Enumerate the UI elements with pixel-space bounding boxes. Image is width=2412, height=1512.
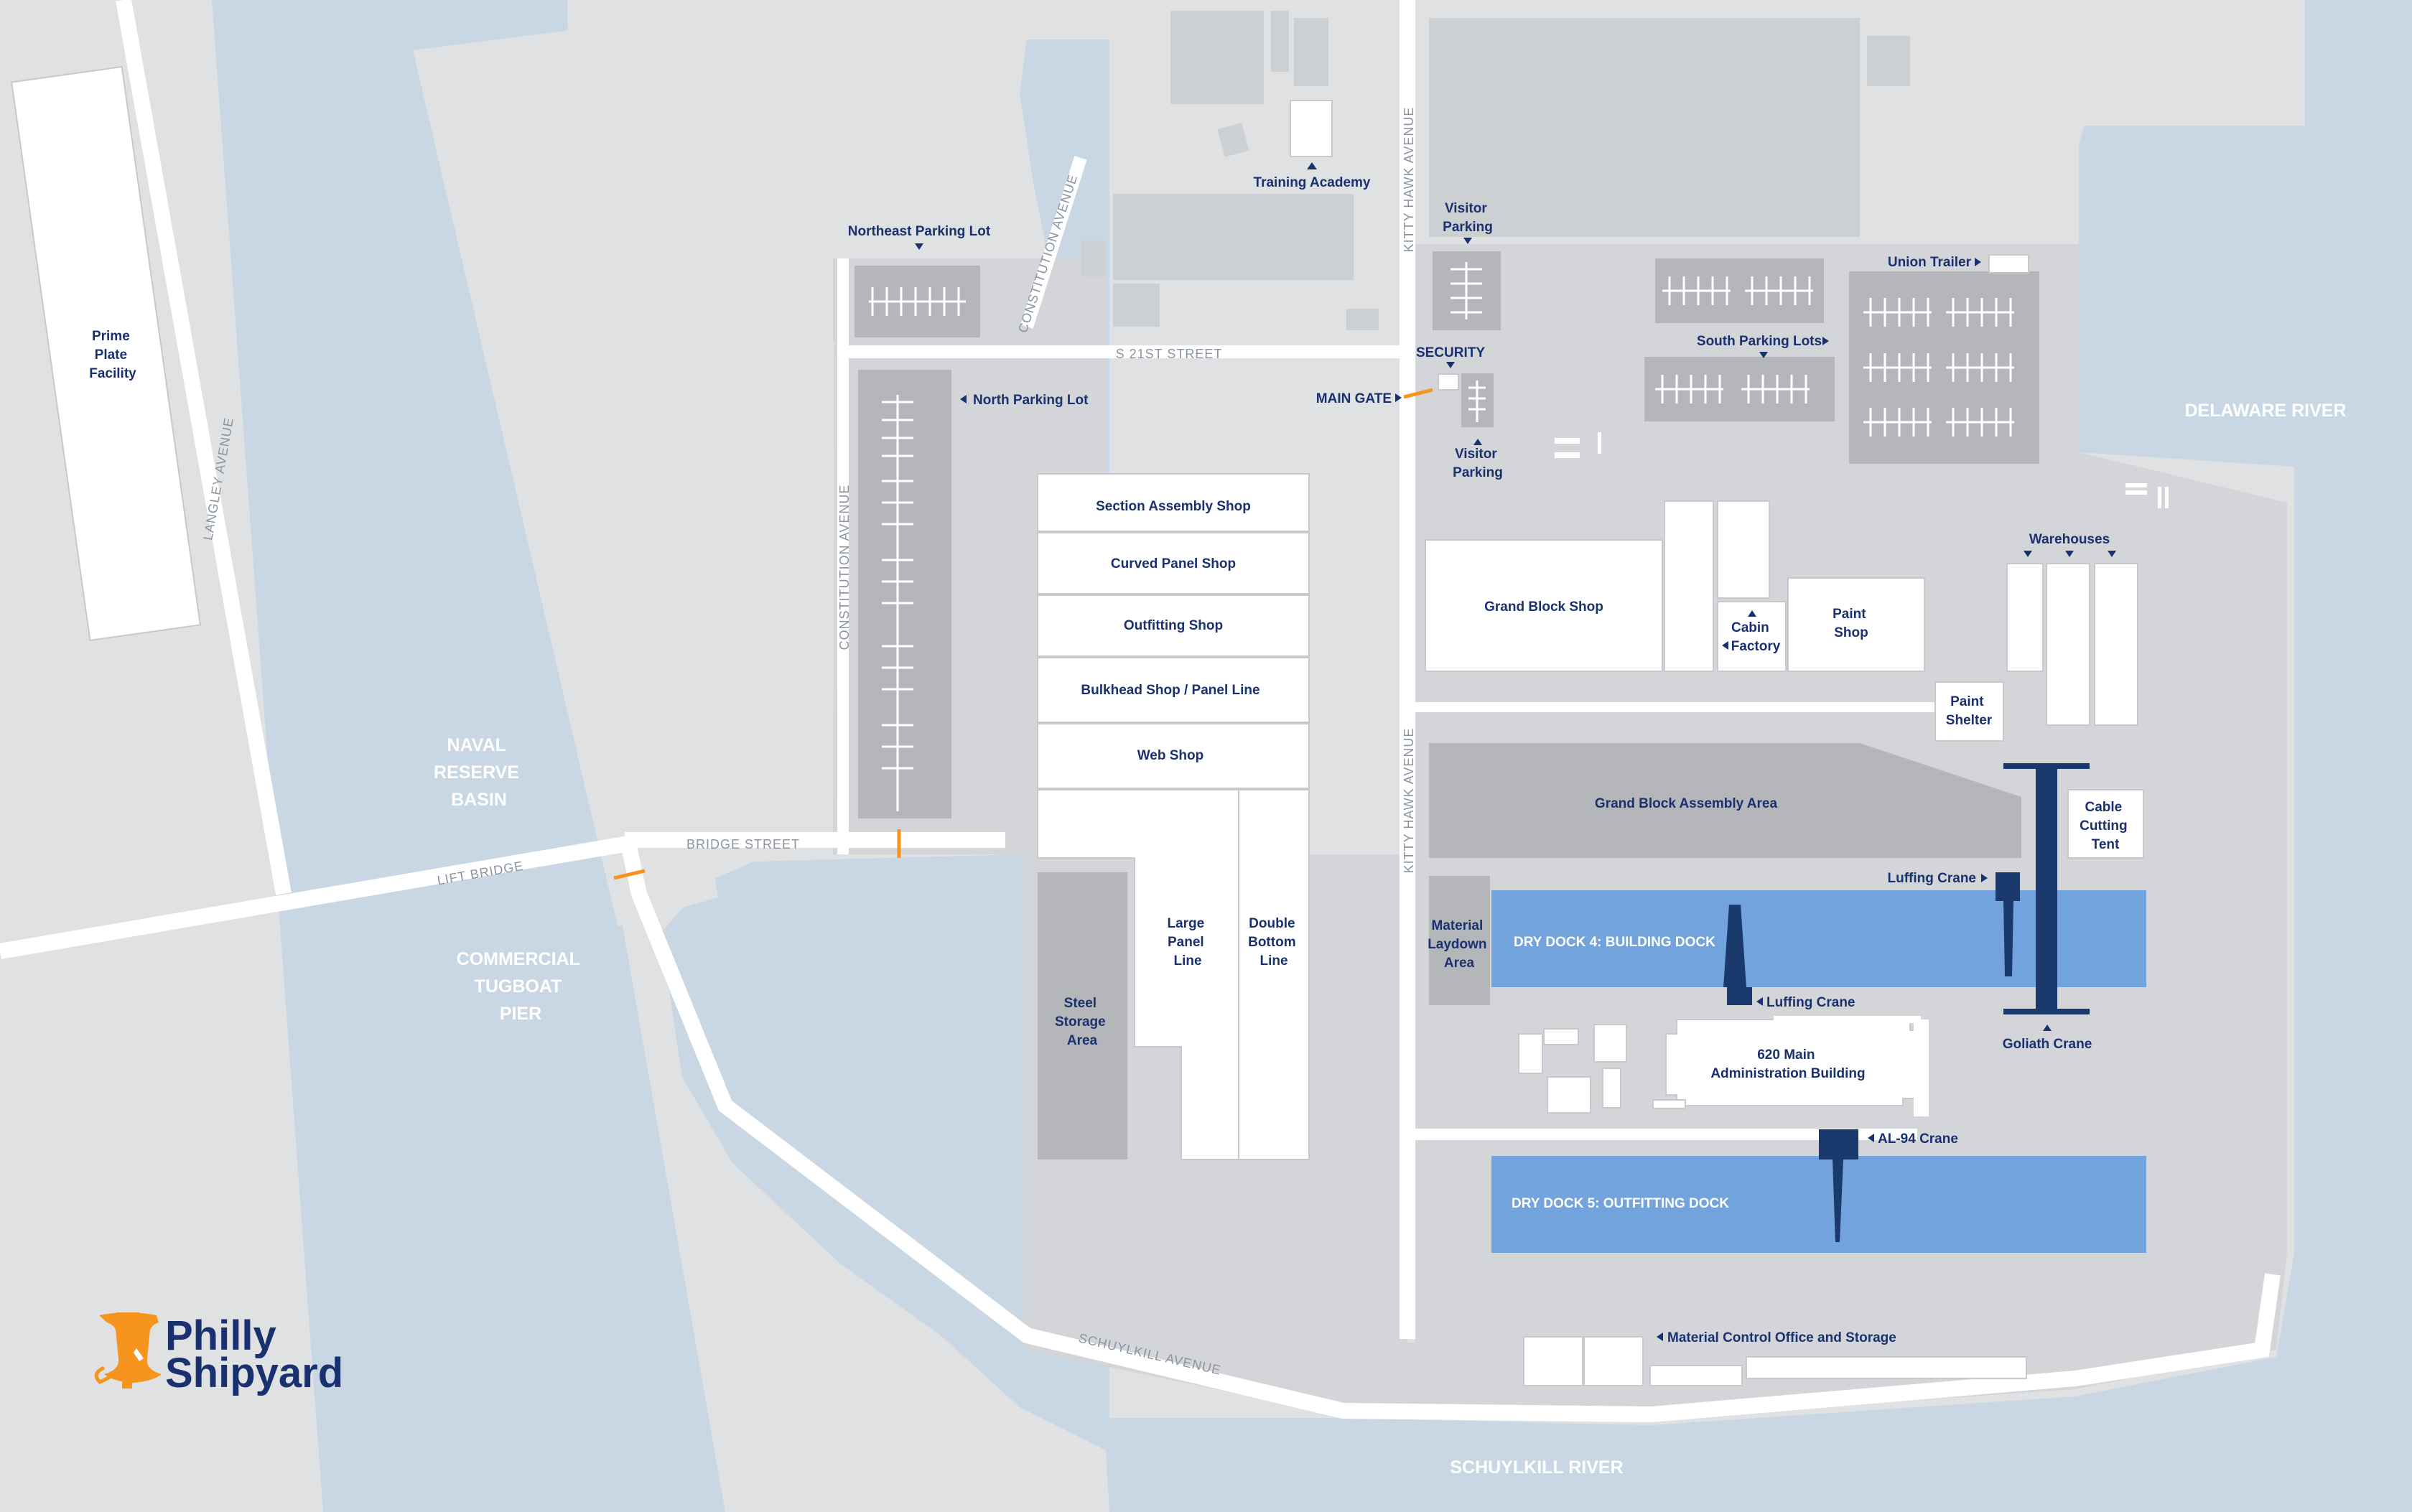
al94-crane-label: AL-94 Crane xyxy=(1878,1131,1958,1147)
union-trailer-arrow-icon xyxy=(1975,258,1981,266)
paint-shelter-label: Paint Shelter xyxy=(1946,694,1993,728)
material-control-arrow-icon xyxy=(1657,1333,1663,1341)
roads xyxy=(0,0,2281,1423)
north-parking-label: North Parking Lot xyxy=(973,393,1089,408)
northeast-parking-arrow-icon xyxy=(915,243,923,250)
security-label: SECURITY xyxy=(1416,345,1485,360)
web-shop-label: Web Shop xyxy=(1137,748,1204,763)
warehouse-arrow-3-icon xyxy=(2108,551,2116,557)
visitor-parking-1-arrow-icon xyxy=(1463,238,1472,244)
gates xyxy=(613,388,1433,880)
luffing-crane-2-arrow-icon xyxy=(1981,874,1988,882)
steel-storage-label: Steel Storage Area xyxy=(1055,996,1109,1048)
curved-panel-label: Curved Panel Shop xyxy=(1111,556,1236,571)
bulkhead-shop-label: Bulkhead Shop / Panel Line xyxy=(1081,683,1259,698)
goliath-crane-label: Goliath Crane xyxy=(2003,1037,2092,1052)
dry-dock-4-label: DRY DOCK 4: BUILDING DOCK xyxy=(1514,935,1715,950)
bridge-street-label: BRIDGE STREET xyxy=(686,837,800,851)
east-buildings xyxy=(1425,500,2144,859)
grand-block-assembly-label: Grand Block Assembly Area xyxy=(1595,796,1778,811)
grand-block-shop-label: Grand Block Shop xyxy=(1484,599,1603,615)
south-parking-arrow-icon xyxy=(1822,337,1829,345)
al94-crane-arrow-icon xyxy=(1868,1134,1874,1142)
goliath-crane-arrow-icon xyxy=(2043,1025,2052,1031)
cabin-factory-left-arrow-icon xyxy=(1722,641,1728,650)
small-marker-1 xyxy=(1555,438,1580,444)
liberty-bell-icon xyxy=(94,1312,162,1389)
security-booth xyxy=(1438,373,1459,391)
admin-area xyxy=(1518,1019,1918,1114)
material-laydown-label: Material Laydown Area xyxy=(1428,918,1491,971)
logo-line-2: Shipyard xyxy=(165,1350,343,1396)
double-bottom-label: Double Bottom Line xyxy=(1248,916,1300,969)
training-academy-building xyxy=(1290,100,1333,157)
constitution-avenue-west-label: CONSTITUTION AVENUE xyxy=(837,485,852,650)
naval-basin-label: NAVAL RESERVE BASIN xyxy=(434,735,524,810)
small-marker-2 xyxy=(1555,452,1580,458)
warehouse-arrow-2-icon xyxy=(2065,551,2074,557)
small-marker-3 xyxy=(1598,432,1601,454)
north-buildings xyxy=(1081,11,1910,330)
material-control-label: Material Control Office and Storage xyxy=(1667,1330,1896,1345)
south-parking-label: South Parking Lots xyxy=(1697,334,1822,349)
outfitting-shop-label: Outfitting Shop xyxy=(1124,618,1223,633)
south-parking-down-arrow-icon xyxy=(1759,352,1768,358)
small-marker-4 xyxy=(2125,483,2147,487)
cabin-factory-up-arrow-icon xyxy=(1748,610,1756,617)
prime-plate-label: Prime Plate Facility xyxy=(89,329,136,381)
visitor-parking-1-label: Visitor Parking xyxy=(1443,201,1493,235)
training-academy-label: Training Academy xyxy=(1254,175,1371,190)
warehouse-arrow-1-icon xyxy=(2024,551,2032,557)
shops-stack xyxy=(1037,473,1310,1160)
admin-road xyxy=(1774,1016,1921,1116)
cable-tent-label: Cable Cutting Tent xyxy=(2080,800,2131,852)
paint-shop-label: Paint Shop xyxy=(1833,607,1870,640)
schuylkill-river-label: SCHUYLKILL RIVER xyxy=(1450,1457,1623,1478)
main-gate-arrow-icon xyxy=(1395,393,1402,402)
luffing-crane-1 xyxy=(1723,905,1752,1005)
luffing-crane-2-label: Luffing Crane xyxy=(1888,871,1977,886)
al94-crane xyxy=(1819,1129,1858,1242)
admin-building-label: 620 Main Administration Building xyxy=(1710,1047,1865,1081)
small-marker-5 xyxy=(2125,490,2147,495)
luffing-crane-1-arrow-icon xyxy=(1756,997,1763,1006)
union-trailer-label: Union Trailer xyxy=(1888,255,1972,270)
goliath-crane xyxy=(2003,763,2090,1014)
kitty-hawk-north-label: KITTY HAWK AVENUE xyxy=(1402,107,1416,253)
union-trailer xyxy=(1988,254,2029,274)
training-arrow-icon xyxy=(1307,162,1317,169)
dry-dock-5 xyxy=(1491,1156,2146,1253)
main-gate-label: MAIN GATE xyxy=(1316,391,1392,406)
dry-dock-5-label: DRY DOCK 5: OUTFITTING DOCK xyxy=(1512,1196,1729,1211)
grand-block-assembly-area xyxy=(1429,743,2021,858)
luffing-crane-1-label: Luffing Crane xyxy=(1766,995,1855,1010)
logo-line-1: Philly xyxy=(165,1312,276,1359)
delaware-river-label: DELAWARE RIVER xyxy=(2184,401,2346,421)
northeast-parking-label: Northeast Parking Lot xyxy=(848,224,991,239)
material-control-buildings xyxy=(1523,1336,2027,1386)
section-assembly-label: Section Assembly Shop xyxy=(1096,499,1251,514)
material-laydown-area xyxy=(1429,876,1490,1005)
small-marker-6 xyxy=(2158,487,2161,508)
north-parking-arrow-icon xyxy=(960,395,967,403)
kitty-hawk-south-label: KITTY HAWK AVENUE xyxy=(1402,728,1416,874)
visitor-parking-2-arrow-icon xyxy=(1473,439,1482,445)
security-arrow-icon xyxy=(1446,362,1455,368)
s21st-street-label: S 21ST STREET xyxy=(1116,347,1223,361)
visitor-parking-2-label: Visitor Parking xyxy=(1453,447,1503,480)
prime-plate-facility xyxy=(11,65,202,642)
tugboat-pier-label: COMMERCIAL TUGBOAT PIER xyxy=(457,949,585,1024)
small-marker-7 xyxy=(2165,487,2169,508)
large-panel-label: Large Panel Line xyxy=(1167,916,1208,969)
luffing-crane-2 xyxy=(1996,872,2020,976)
warehouses-label: Warehouses xyxy=(2029,532,2110,547)
parking-stripes xyxy=(869,262,2014,811)
cabin-factory-label: Cabin Factory xyxy=(1731,620,1781,654)
